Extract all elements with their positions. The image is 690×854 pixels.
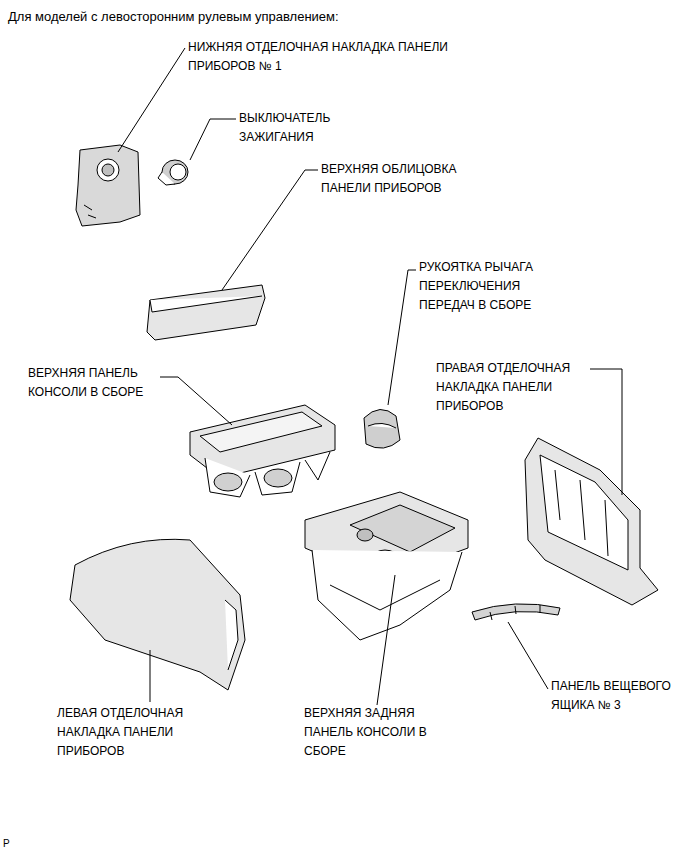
- part-name: РУКОЯТКА РЫЧАГА ПЕРЕКЛЮЧЕНИЯ ПЕРЕДАЧ В С…: [419, 258, 564, 315]
- part-name: ПАНЕЛЬ ВЕЩЕВОГО ЯЩИКА № 3: [551, 677, 686, 715]
- part-name: ВЕРХНЯЯ ОБЛИЦОВКА ПАНЕЛИ ПРИБОРОВ: [321, 160, 486, 198]
- part-name: ВЕРХНЯЯ ЗАДНЯЯ ПАНЕЛЬ КОНСОЛИ В СБОРЕ: [304, 704, 449, 761]
- part-name: ВЕРХНЯЯ ПАНЕЛЬ КОНСОЛИ В СБОРЕ: [28, 364, 163, 402]
- part-name: ПРАВАЯ ОТДЕЛОЧНАЯ НАКЛАДКА ПАНЕЛИ ПРИБОР…: [436, 359, 588, 416]
- page-mark: P: [3, 838, 23, 850]
- part-name: НИЖНЯЯ ОТДЕЛОЧНАЯ НАКЛАДКА ПАНЕЛИ ПРИБОР…: [188, 38, 488, 76]
- part-name: ВЫКЛЮЧАТЕЛЬ ЗАЖИГАНИЯ: [239, 109, 351, 147]
- part-name: ЛЕВАЯ ОТДЕЛОЧНАЯ НАКЛАДКА ПАНЕЛИ ПРИБОРО…: [57, 704, 205, 761]
- heading: Для моделей с левосторонним рулевым упра…: [8, 9, 339, 25]
